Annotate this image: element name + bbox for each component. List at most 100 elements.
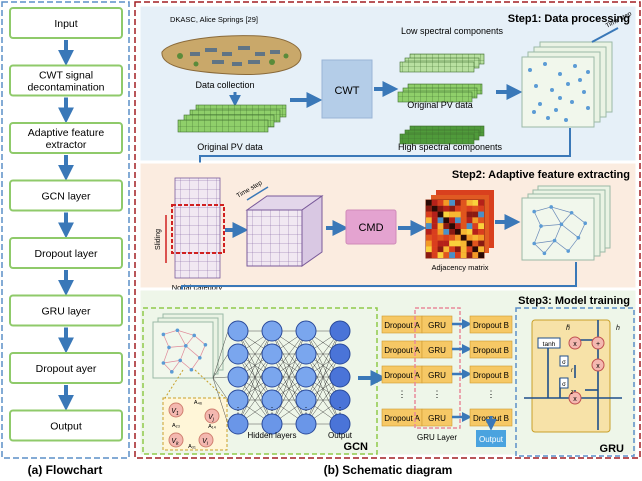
schematic-caption: (b) Schematic diagram <box>324 463 453 477</box>
step2-title: Step2: Adaptive feature extracting <box>452 169 630 181</box>
nn-neuron <box>227 366 249 388</box>
output-button <box>476 430 506 447</box>
low-spectral-label: Low spectral components <box>401 26 504 36</box>
sigma-r <box>559 355 569 367</box>
mult-node-1 <box>568 336 582 350</box>
nn-ellipsis: ⋮ <box>302 406 310 415</box>
graph-node-1 <box>204 408 220 424</box>
nn-neuron <box>227 389 249 411</box>
nn-neuron <box>295 366 317 388</box>
flow-step-label-2: extractor <box>46 139 87 151</box>
data-cube <box>245 195 324 267</box>
sigma-z <box>559 377 569 389</box>
original-pv-left-label: Original PV data <box>197 142 263 152</box>
nn-neuron <box>261 366 283 388</box>
graph-node-0 <box>168 402 184 418</box>
cwt-box <box>321 59 373 119</box>
nn-neuron <box>261 413 283 435</box>
graph-node-2 <box>168 432 184 448</box>
flow-box-7 <box>9 409 123 442</box>
tanh-block <box>537 337 561 349</box>
gru-ellipsis: ⋮ <box>433 389 442 399</box>
dropout-b-ellipsis: ⋮ <box>487 389 496 399</box>
neural-network: ⋮⋮⋮⋮ <box>212 320 351 435</box>
step1-title: Step1: Data processing <box>508 13 630 25</box>
flow-step-label-4: Dropout layer <box>34 248 98 260</box>
cwt-label: CWT <box>334 85 359 97</box>
data-collection-label: Data collection <box>195 80 254 90</box>
tanh-label: tanh <box>543 341 556 348</box>
add-node-symbol: + <box>596 341 600 348</box>
mult-node-1-symbol: x <box>573 341 577 348</box>
adjacency-label: Adjacency matrix <box>431 263 488 272</box>
dropout-b-cell-2 <box>469 365 513 384</box>
nn-neuron <box>329 366 351 388</box>
spectral-stacks <box>397 53 485 145</box>
graph-edge-label-1: A₂₃ <box>172 423 180 429</box>
nn-neuron <box>261 343 283 365</box>
graph-node-label-3: Vi <box>202 438 209 447</box>
step3-title: Step3: Model training <box>518 295 630 307</box>
flow-box-0 <box>9 7 123 39</box>
nn-neuron <box>329 389 351 411</box>
flow-box-1 <box>9 64 123 97</box>
gru-label-1: GRU <box>428 346 446 355</box>
original-pv-mid-label: Original PV data <box>407 100 473 110</box>
hidden-layers-label: Hidden layers <box>248 431 297 440</box>
nn-neuron <box>295 389 317 411</box>
nn-neuron <box>227 413 249 435</box>
graph-edge-label-0: A₄₆ <box>194 400 202 406</box>
graph-edge-label-3: A₃₁ <box>188 444 196 450</box>
gcn-label: GCN <box>344 441 369 453</box>
sliding-window <box>171 204 225 254</box>
flow-step-label-5: GRU layer <box>41 306 91 318</box>
mult-node-3-symbol: x <box>573 396 577 403</box>
dropout-b-label-1: Dropout B <box>473 346 509 355</box>
flow-box-6 <box>9 352 123 384</box>
adjacency-matrix <box>425 190 494 259</box>
output-layer-label: Output <box>328 431 353 440</box>
nn-neuron <box>329 320 351 342</box>
r-label: r <box>571 368 574 374</box>
time-step-line <box>591 27 619 43</box>
nn-ellipsis: ⋮ <box>268 406 276 415</box>
graph-node-label-2: Vk <box>171 438 179 447</box>
cube-time-line <box>246 186 269 201</box>
dropout-b-label-2: Dropout B <box>473 371 509 380</box>
nn-neuron <box>261 389 283 411</box>
nn-ellipsis: ⋮ <box>234 406 242 415</box>
mult-node-2 <box>591 358 605 372</box>
step1-panel: Step1: Data processing DKASC, Alice Spri… <box>139 5 637 162</box>
graph-edge-label-2: A₁₄ <box>208 424 217 430</box>
flow-step-label-3: GCN layer <box>41 191 91 203</box>
nn-neuron <box>227 320 249 342</box>
flow-box-3 <box>9 179 123 212</box>
scatter-frames <box>521 41 613 128</box>
flow-step-label-1: CWT signal <box>39 70 93 82</box>
nn-neuron <box>295 413 317 435</box>
gru-layer-box <box>414 307 461 429</box>
graph-node-3 <box>198 432 214 448</box>
gru-label-3: GRU <box>428 414 446 423</box>
z-label: z <box>570 390 574 396</box>
sliding-label: Sliding <box>155 229 162 250</box>
original-pv-stack <box>177 104 287 133</box>
nn-neuron <box>261 320 283 342</box>
cmd-label: CMD <box>358 222 383 234</box>
nodal-category-label: Nodal category <box>172 283 223 292</box>
gru-layer-label: GRU Layer <box>417 433 457 442</box>
flowchart-caption: (a) Flowchart <box>28 463 103 477</box>
nn-neuron <box>295 343 317 365</box>
dropout-a-label-0: Dropout A <box>384 321 420 330</box>
dropout-a-label-3: Dropout A <box>384 414 420 423</box>
flow-step-label-0: Input <box>54 18 77 30</box>
nn-neuron <box>295 320 317 342</box>
graph-node-label-1: Vj <box>208 414 215 423</box>
h-tilde-label: h̃ <box>566 325 571 332</box>
nn-neuron <box>227 343 249 365</box>
gru-cell-label: GRU <box>600 443 625 455</box>
